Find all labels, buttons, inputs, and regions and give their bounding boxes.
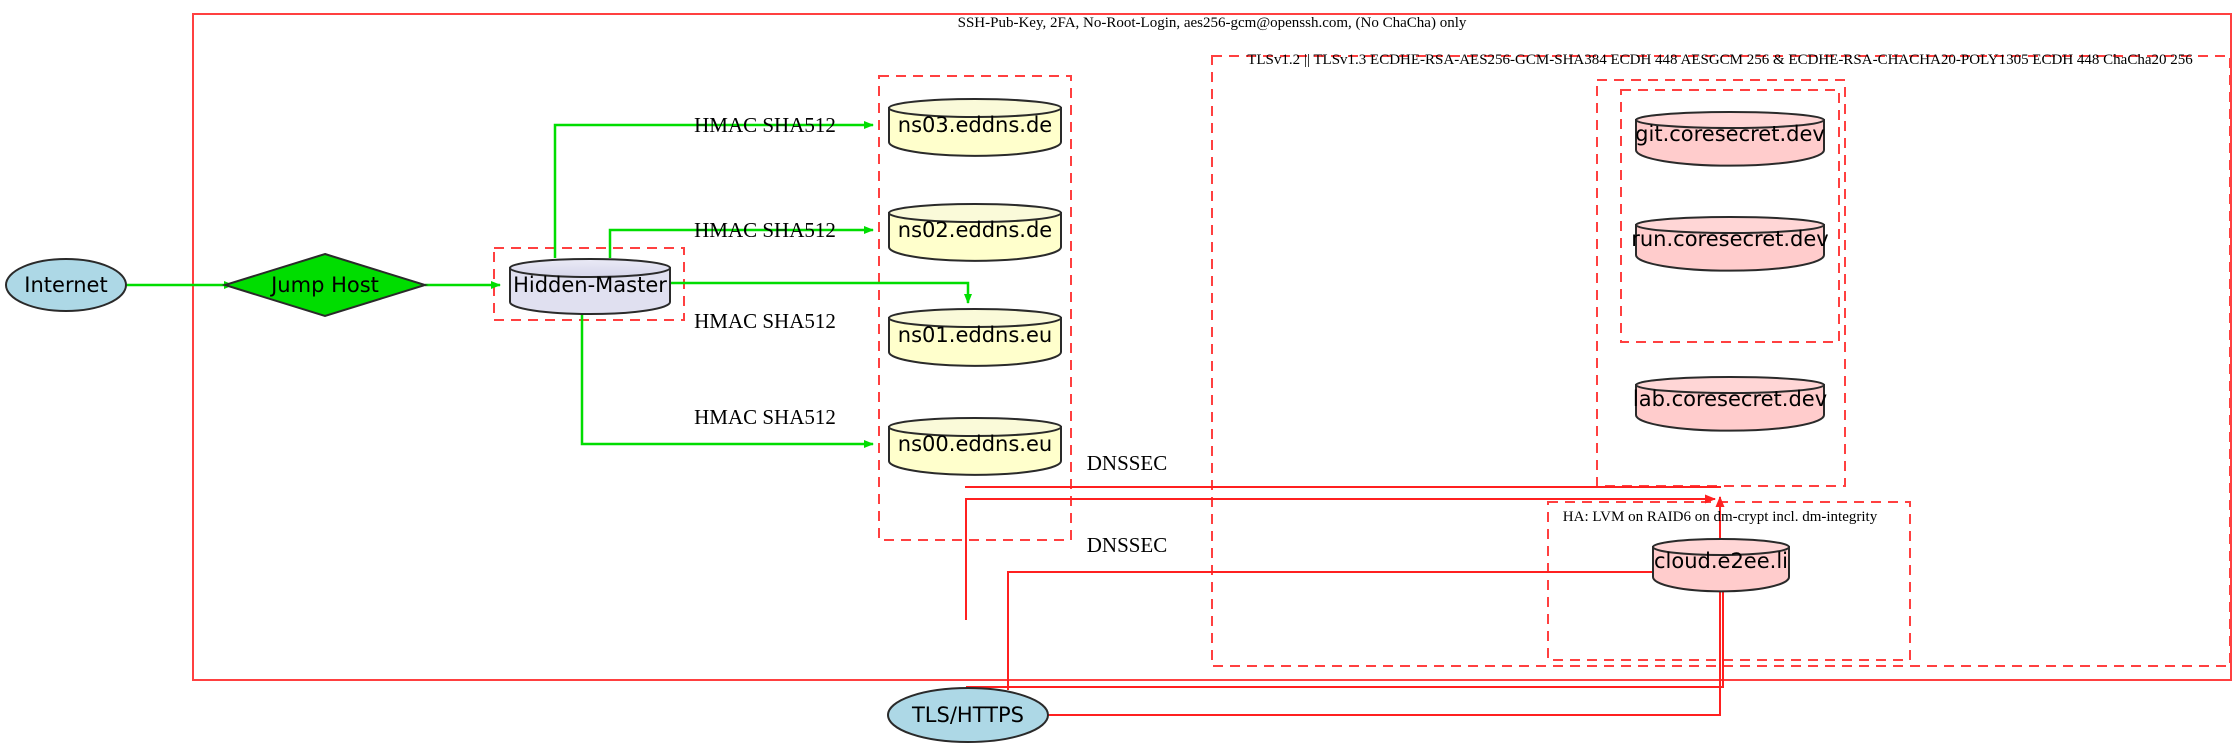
node-ns03-label: ns03.eddns.de — [898, 113, 1052, 137]
node-run-coresecret[interactable]: run.coresecret.dev — [1631, 216, 1829, 272]
node-hidden-master[interactable]: Hidden-Master — [509, 258, 671, 315]
edge-label-dnssec-upper: DNSSEC — [1087, 451, 1168, 475]
node-ns00-label: ns00.eddns.eu — [898, 432, 1052, 456]
edge-label-hmac-ns00: HMAC SHA512 — [694, 405, 836, 429]
edge-label-dnssec-lower: DNSSEC — [1087, 533, 1168, 557]
node-jump-host-label: Jump Host — [269, 273, 379, 297]
edge-hidden-master-to-ns00 — [580, 312, 874, 448]
cluster-label-ssh: SSH-Pub-Key, 2FA, No-Root-Login, aes256-… — [958, 15, 1467, 31]
node-git-coresecret[interactable]: git.coresecret.dev — [1635, 111, 1825, 167]
node-ns02[interactable]: ns02.eddns.de — [888, 203, 1062, 262]
node-jump-host[interactable]: Jump Host — [221, 252, 429, 318]
node-hidden-master-label: Hidden-Master — [513, 273, 667, 297]
edge-hidden-master-to-ns03 — [553, 121, 874, 258]
cluster-tls — [1211, 55, 2231, 667]
node-tls-https-label: TLS/HTTPS — [911, 703, 1024, 727]
edge-dnssec-upper — [967, 486, 1721, 488]
cluster-coresecret-outer — [1596, 79, 1846, 487]
cluster-label-ha: HA: LVM on RAID6 on dm-crypt incl. dm-in… — [1563, 509, 1878, 525]
node-tls-https[interactable]: TLS/HTTPS — [887, 687, 1049, 743]
node-cloud-label: cloud.e2ee.li — [1654, 549, 1788, 573]
node-internet[interactable]: Internet — [5, 258, 127, 312]
edge-tls-to-cloud — [966, 569, 1728, 688]
node-internet-label: Internet — [24, 273, 107, 297]
node-ns03[interactable]: ns03.eddns.de — [888, 98, 1062, 157]
node-cloud-e2ee[interactable]: cloud.e2ee.li — [1652, 538, 1790, 593]
cluster-coresecret-inner — [1620, 89, 1840, 343]
cluster-label-tls: TLSv1.2 || TLSv1.3 ECDHE-RSA-AES256-GCM-… — [1247, 52, 2193, 68]
edge-tls-to-coresecret — [1012, 496, 1725, 716]
edge-label-hmac-ns01: HMAC SHA512 — [694, 309, 836, 333]
edge-hidden-master-to-ns01 — [668, 281, 972, 304]
node-lab-label: lab.coresecret.dev — [1633, 387, 1827, 411]
node-ns01-label: ns01.eddns.eu — [898, 323, 1052, 347]
node-git-label: git.coresecret.dev — [1635, 122, 1825, 146]
node-run-label: run.coresecret.dev — [1631, 227, 1829, 251]
node-lab-coresecret[interactable]: lab.coresecret.dev — [1633, 376, 1827, 432]
edge-hidden-master-to-ns02 — [608, 226, 874, 258]
node-ns00[interactable]: ns00.eddns.eu — [888, 417, 1062, 476]
edge-label-hmac-ns03: HMAC SHA512 — [694, 113, 836, 137]
node-ns01[interactable]: ns01.eddns.eu — [888, 308, 1062, 367]
edge-dnssec-lower-main — [1007, 567, 1716, 690]
node-ns02-label: ns02.eddns.de — [898, 218, 1052, 242]
cluster-dns — [878, 75, 1072, 541]
edge-label-hmac-ns02: HMAC SHA512 — [694, 218, 836, 242]
edge-dnssec-upper-main — [965, 494, 1716, 620]
cluster-ha — [1547, 501, 1911, 661]
